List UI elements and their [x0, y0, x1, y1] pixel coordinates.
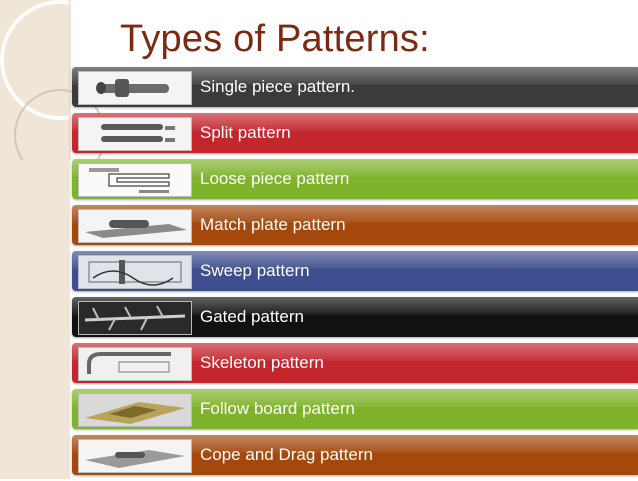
pattern-item: Single piece pattern.: [72, 67, 638, 107]
pattern-item: Gated pattern: [72, 297, 638, 337]
pattern-item: Sweep pattern: [72, 251, 638, 291]
item-label: Sweep pattern: [200, 261, 310, 280]
gated-thumbnail: [78, 301, 192, 335]
skeleton-thumbnail: [78, 347, 192, 381]
left-decorative-panel: [0, 0, 70, 479]
loose-piece-thumbnail: [78, 163, 192, 197]
item-label: Match plate pattern: [200, 215, 346, 234]
pattern-item: Follow board pattern: [72, 389, 638, 429]
pattern-item: Loose piece pattern: [72, 159, 638, 199]
split-thumbnail: [78, 117, 192, 151]
pattern-item: Split pattern: [72, 113, 638, 153]
pattern-item: Match plate pattern: [72, 205, 638, 245]
item-label: Loose piece pattern: [200, 169, 350, 188]
item-label: Gated pattern: [200, 307, 304, 326]
item-label: Skeleton pattern: [200, 353, 324, 372]
cope-drag-thumbnail: [78, 439, 192, 473]
item-label: Single piece pattern.: [200, 77, 355, 96]
sweep-thumbnail: [78, 255, 192, 289]
slide-title: Types of Patterns:: [120, 18, 430, 60]
item-label: Follow board pattern: [200, 399, 355, 418]
pattern-item: Skeleton pattern: [72, 343, 638, 383]
follow-board-thumbnail: [78, 393, 192, 427]
pattern-list: Single piece pattern. Split pattern Loos…: [72, 67, 638, 481]
single-piece-thumbnail: [78, 71, 192, 105]
item-label: Split pattern: [200, 123, 291, 142]
pattern-item: Cope and Drag pattern: [72, 435, 638, 475]
item-label: Cope and Drag pattern: [200, 445, 373, 464]
match-plate-thumbnail: [78, 209, 192, 243]
